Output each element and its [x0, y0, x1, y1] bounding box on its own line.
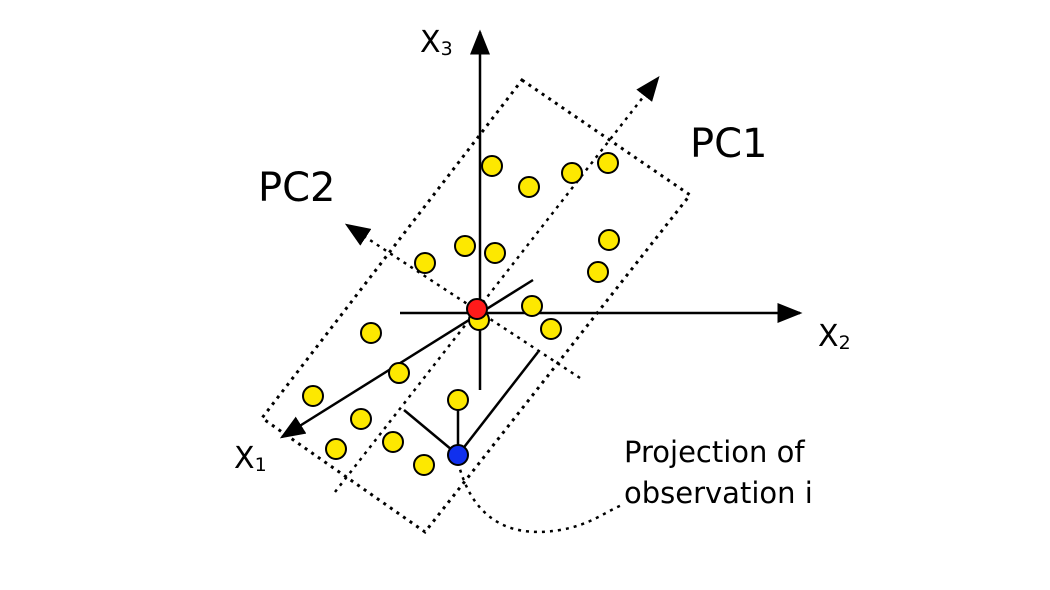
- observation-point: [540, 318, 562, 340]
- observation-point: [414, 252, 436, 274]
- observation-point: [484, 242, 506, 264]
- projection-line-left: [403, 409, 459, 456]
- observation-point: [360, 322, 382, 344]
- projection-line-right: [457, 351, 539, 456]
- observation-point: [325, 438, 347, 460]
- x1-axis-label: X1: [234, 441, 267, 476]
- pc2-axis: [344, 223, 581, 380]
- projection-point: [447, 444, 469, 466]
- observation-point: [350, 408, 372, 430]
- observation-point: [587, 261, 609, 283]
- observation-points: [302, 152, 620, 476]
- center-point: [466, 298, 488, 320]
- observation-point: [598, 229, 620, 251]
- pc1-axis: [334, 76, 660, 493]
- observation-point: [597, 152, 619, 174]
- observation-point: [561, 162, 583, 184]
- x2-axis-label: X2: [818, 319, 851, 354]
- observation-point: [447, 389, 469, 411]
- observation-point: [302, 385, 324, 407]
- observation-point: [454, 235, 476, 257]
- observation-point: [481, 155, 503, 177]
- pc2-label: PC2: [258, 165, 336, 211]
- x3-axis-label: X3: [420, 25, 453, 60]
- annotation-line-2: observation i: [624, 476, 813, 510]
- x1-axis: [279, 278, 534, 439]
- observation-point: [413, 454, 435, 476]
- observation-point: [521, 295, 543, 317]
- data-bounding-box: [259, 77, 693, 535]
- annotation-line-1: Projection of: [624, 435, 805, 469]
- annotation-leader: [456, 461, 623, 534]
- observation-point: [388, 362, 410, 384]
- pc1-label: PC1: [690, 121, 768, 167]
- observation-point: [382, 431, 404, 453]
- observation-point: [518, 176, 540, 198]
